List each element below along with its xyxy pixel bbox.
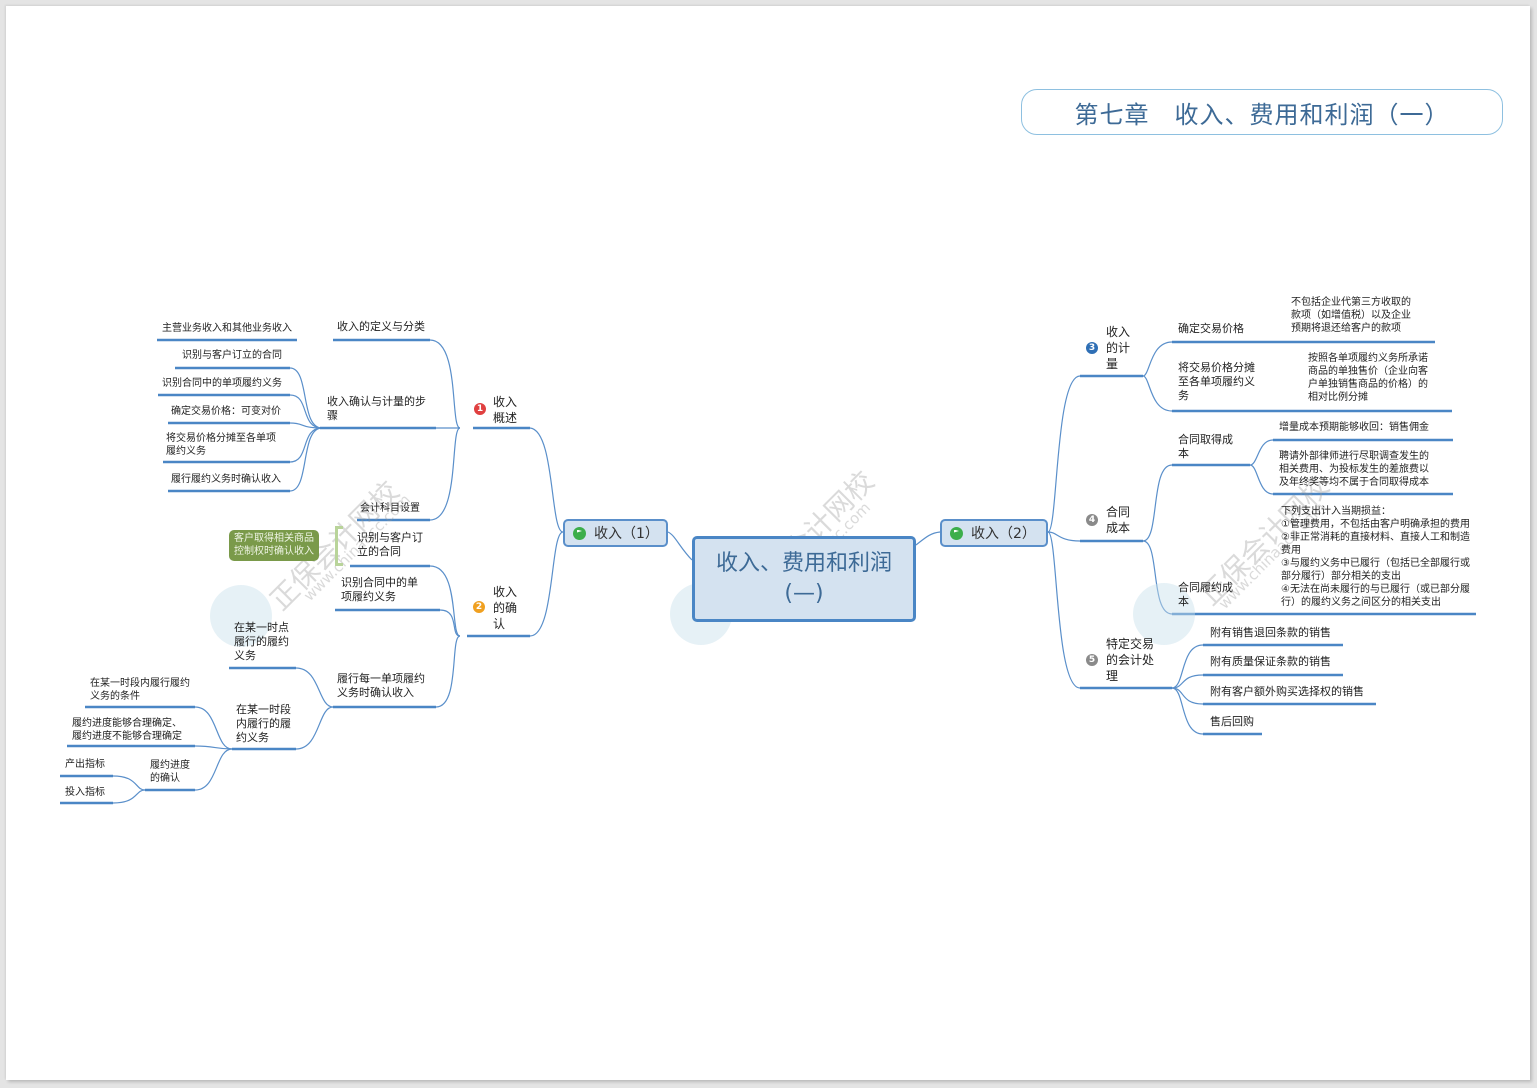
node-fulfill-obligation[interactable]: 履行每一单项履约 义务时确认收入 <box>337 672 425 699</box>
priority-1-icon: 1 <box>474 403 486 415</box>
chapter-title: 第七章 收入、费用和利润（一） <box>1021 89 1503 135</box>
node-contract-acquisition-cost[interactable]: 合同取得成 本 <box>1178 433 1233 460</box>
watermark-logo <box>210 585 272 647</box>
leaf-step-5[interactable]: 履行履约义务时确认收入 <box>171 474 281 485</box>
central-topic[interactable]: 收入、费用和利润 (—) <box>692 536 916 622</box>
flag-icon <box>573 526 586 540</box>
central-topic-line2: (—) <box>784 581 824 606</box>
node-identify-contract[interactable]: 识别与客户订 立的合同 <box>357 531 423 558</box>
leaf-progress-determinable[interactable]: 履约进度能够合理确定、 履约进度不能够合理确定 <box>72 718 182 742</box>
node-recognition-steps[interactable]: 收入确认与计量的步 骤 <box>327 395 426 422</box>
leaf-quality-warranty[interactable]: 附有质量保证条款的销售 <box>1210 655 1331 668</box>
note-incremental-cost: 增量成本预期能够收回：销售佣金 <box>1279 422 1429 433</box>
note-allocate-price: 按照各单项履约义务所承诺 商品的单独售价（企业向客 户单独销售商品的价格）的 相… <box>1308 353 1428 403</box>
callout-bracket <box>335 526 343 566</box>
priority-4-icon: 4 <box>1086 514 1098 526</box>
note-transaction-price: 不包括企业代第三方收取的 款项（如增值税）以及企业 预期将退还给客户的款项 <box>1291 297 1411 334</box>
branch-income-recognition[interactable]: 收入 的确 认 <box>493 585 518 631</box>
node-allocate-price[interactable]: 将交易价格分摊 至各单项履约义 务 <box>1178 361 1255 402</box>
branch-income-overview[interactable]: 收入 概述 <box>493 395 518 425</box>
node-fulfillment-cost[interactable]: 合同履约成 本 <box>1178 581 1233 608</box>
node-over-time[interactable]: 在某一时段 内履行的履 约义务 <box>236 703 291 744</box>
node-income-definition[interactable]: 收入的定义与分类 <box>337 320 425 333</box>
leaf-input-method[interactable]: 投入指标 <box>65 787 105 798</box>
branch-special-transactions[interactable]: 特定交易 的会计处 理 <box>1106 637 1155 683</box>
leaf-step-1[interactable]: 识别与客户订立的合同 <box>182 350 282 361</box>
node-transaction-price[interactable]: 确定交易价格 <box>1178 322 1244 335</box>
node-progress-measure[interactable]: 履约进度 的确认 <box>150 760 190 784</box>
leaf-sales-return[interactable]: 附有销售退回条款的销售 <box>1210 626 1331 639</box>
topic-income-2[interactable]: 收入（2） <box>940 519 1048 547</box>
priority-2-icon: 2 <box>473 601 485 613</box>
callout-control-transfer: 客户取得相关商品 控制权时确认收入 <box>229 530 319 561</box>
leaf-output-method[interactable]: 产出指标 <box>65 759 105 770</box>
leaf-over-time-conditions[interactable]: 在某一时段内履行履约 义务的条件 <box>90 678 190 702</box>
central-topic-line1: 收入、费用和利润 <box>715 551 892 576</box>
priority-5-icon: 5 <box>1086 654 1098 666</box>
node-account-setup[interactable]: 会计科目设置 <box>360 503 420 514</box>
topic-label: 收入（1） <box>594 526 659 542</box>
branch-income-measurement[interactable]: 收入 的计 量 <box>1106 325 1131 371</box>
topic-income-1[interactable]: 收入（1） <box>563 519 668 547</box>
leaf-step-2[interactable]: 识别合同中的单项履约义务 <box>162 378 282 389</box>
leaf-repurchase[interactable]: 售后回购 <box>1210 715 1254 728</box>
leaf-main-other-income[interactable]: 主营业务收入和其他业务收入 <box>162 323 292 334</box>
watermark-logo <box>1133 583 1195 645</box>
note-fulfillment-cost: 下列支出计入当期损益： ①管理费用，不包括由客户明确承担的费用 ②非正常消耗的直… <box>1281 506 1470 608</box>
leaf-customer-option[interactable]: 附有客户额外购买选择权的销售 <box>1210 685 1364 698</box>
node-point-in-time[interactable]: 在某一时点 履行的履约 义务 <box>234 621 289 662</box>
node-identify-obligations[interactable]: 识别合同中的单 项履约义务 <box>341 576 418 603</box>
topic-label: 收入（2） <box>971 526 1036 542</box>
leaf-step-3[interactable]: 确定交易价格：可变对价 <box>171 406 281 417</box>
note-not-acquisition-cost: 聘请外部律师进行尽职调查发生的 相关费用、为投标发生的差旅费以 及年终奖等均不属… <box>1279 451 1429 488</box>
priority-3-icon: 3 <box>1086 342 1098 354</box>
flag-icon <box>950 526 963 540</box>
leaf-step-4[interactable]: 将交易价格分摊至各单项 履约义务 <box>166 433 276 457</box>
branch-contract-cost[interactable]: 合同 成本 <box>1106 505 1131 535</box>
